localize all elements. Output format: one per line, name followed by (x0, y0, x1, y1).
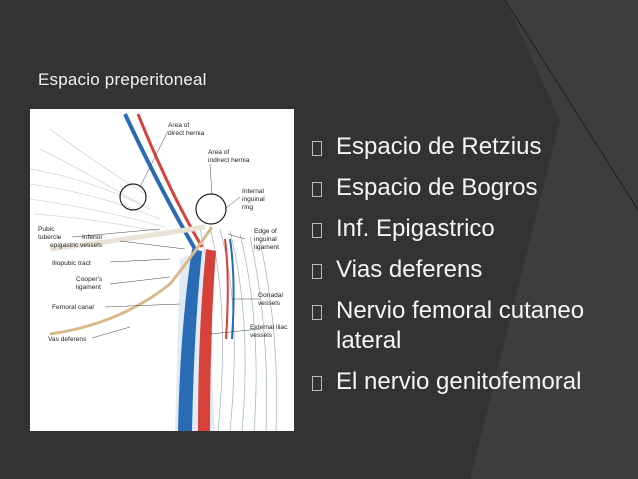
bullet-marker-icon (312, 305, 322, 320)
label-cooper-1: Cooper's (76, 276, 103, 283)
label-iliopubic: Iliopubic tract (52, 260, 91, 267)
label-inf-epigastric-1: Inferior (82, 234, 103, 241)
label-inf-epigastric-2: epigastric vessels (50, 242, 103, 249)
bullet-text: Espacio de Retzius (336, 133, 542, 160)
bullet-item: Espacio de Bogros (310, 173, 610, 203)
label-edge-1: Edge of (254, 228, 277, 235)
label-pubic-2: tubercle (38, 234, 62, 241)
label-edge-3: ligament (254, 244, 279, 251)
label-femoral-canal: Femoral canal (52, 304, 94, 311)
label-internal-ring-2: inguinal (242, 196, 265, 203)
label-direct-hernia-2: direct hernia (168, 130, 205, 137)
bullet-text: Inf. Epigastrico (336, 215, 495, 242)
label-pubic-1: Pubic (38, 226, 55, 233)
bullet-marker-icon (312, 141, 322, 156)
label-internal-ring-1: Internal (242, 188, 265, 195)
label-indirect-hernia-1: Area of (208, 149, 229, 156)
label-indirect-hernia-2: indirect hernia (208, 157, 250, 164)
bullet-list: Espacio de Retzius Espacio de Bogros Inf… (310, 132, 610, 408)
label-external-iliac-2: vessels (250, 332, 273, 339)
bullet-item: Espacio de Retzius (310, 132, 610, 162)
bullet-marker-icon (312, 264, 322, 279)
bullet-item: Nervio femoral cutaneo lateral (310, 296, 610, 356)
label-gonadal-2: vessels (258, 300, 281, 307)
label-cooper-2: ligament (76, 284, 101, 291)
bullet-marker-icon (312, 376, 322, 391)
bullet-text: Nervio femoral cutaneo lateral (336, 297, 585, 354)
bullet-item: Vias deferens (310, 255, 610, 285)
bullet-text: Espacio de Bogros (336, 174, 538, 201)
bullet-marker-icon (312, 182, 322, 197)
slide-title: Espacio preperitoneal (38, 70, 207, 89)
bullet-item: Inf. Epigastrico (310, 214, 610, 244)
bullet-text: Vias deferens (336, 256, 483, 283)
label-vas-deferens: Vas deferens (48, 336, 87, 343)
anatomy-figure: Area of direct hernia Area of indirect h… (30, 109, 294, 431)
label-direct-hernia-1: Area of (168, 122, 189, 129)
bullet-item: El nervio genitofemoral (310, 367, 610, 397)
label-internal-ring-3: ring (242, 204, 253, 211)
label-gonadal-1: Gonadal (258, 292, 283, 299)
label-external-iliac-1: External iliac (250, 324, 288, 331)
bullet-marker-icon (312, 223, 322, 238)
bullet-text: El nervio genitofemoral (336, 368, 582, 395)
anatomy-illustration: Area of direct hernia Area of indirect h… (30, 113, 288, 431)
label-edge-2: inguinal (254, 236, 277, 243)
